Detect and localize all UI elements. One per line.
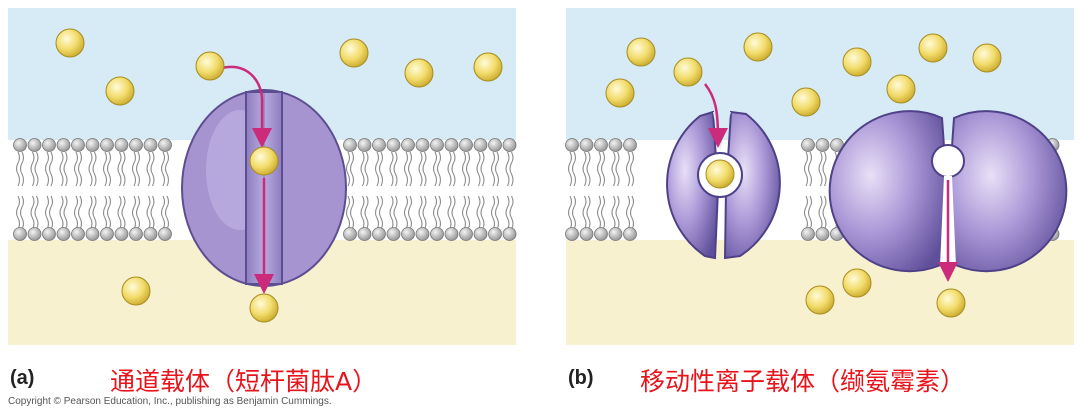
ion (121, 276, 151, 306)
ions-panel-b (605, 32, 1002, 318)
ions-panel-a (55, 28, 503, 323)
ion (805, 285, 835, 315)
ion (339, 38, 369, 68)
lipid-bilayer-left (13, 138, 172, 241)
lipid-bilayer-right (343, 138, 517, 241)
ion (105, 76, 135, 106)
ion-path-arrow (221, 65, 272, 148)
ion (842, 268, 872, 298)
ion (605, 78, 635, 108)
ion (249, 293, 279, 323)
ion (249, 146, 279, 176)
ion (918, 33, 948, 63)
mobile-carrier-releasing (828, 110, 1068, 273)
panel-a-label: (a) (10, 367, 35, 389)
ion (404, 58, 434, 88)
mobile-carrier-binding (666, 110, 781, 260)
panel-b-label: (b) (568, 367, 594, 389)
ion (626, 37, 656, 67)
copyright-notice: Copyright © Pearson Education, Inc., pub… (8, 396, 332, 407)
panel-b (565, 8, 1074, 345)
panel-a (8, 8, 517, 345)
ion (673, 57, 703, 87)
ion (473, 52, 503, 82)
ion (791, 87, 821, 117)
ion (195, 51, 225, 81)
ion-path-arrow (704, 83, 728, 148)
ion (886, 74, 916, 104)
ion (55, 28, 85, 58)
ion (705, 159, 735, 189)
panel-a-caption: 通道载体（短杆菌肽A） (110, 367, 378, 396)
ion (842, 47, 872, 77)
ion (743, 32, 773, 62)
panel-b-caption: 移动性离子载体（缬氨霉素） (640, 367, 966, 396)
lipid-bilayer-left (565, 138, 637, 241)
ion (936, 288, 966, 318)
ion (972, 43, 1002, 73)
